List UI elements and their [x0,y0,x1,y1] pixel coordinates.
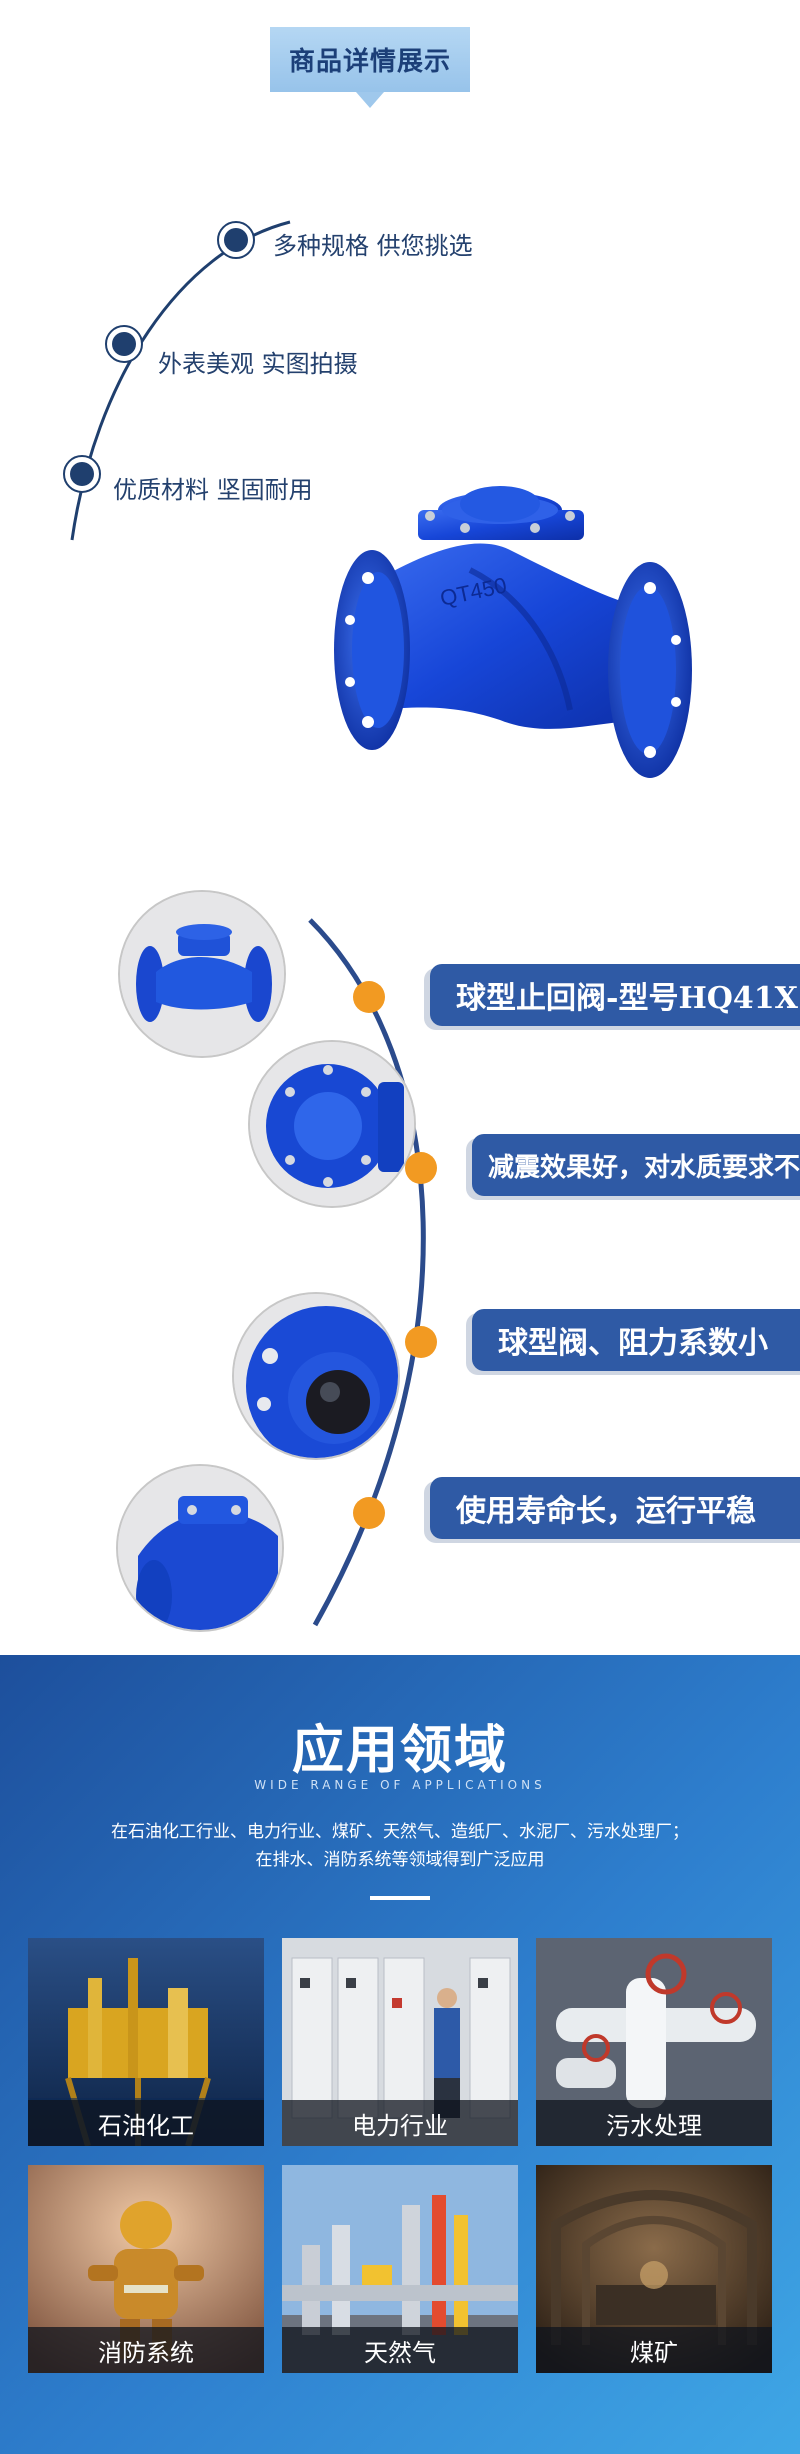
feature-bullet-2 [105,325,143,363]
tile-label: 天然气 [282,2327,518,2373]
section-title: 商品详情展示 [270,27,470,92]
feature-label-2: 外表美观 实图拍摄 [158,350,358,378]
product-showcase-section: 商品详情展示 多种规格 供您挑选 外表美观 实图拍摄 优质材料 坚固耐用 [0,0,800,830]
feature-label-1: 多种规格 供您挑选 [273,232,473,260]
application-tile-petrochemical[interactable]: 石油化工 [28,1938,264,2146]
feature-dot-4 [353,1497,385,1529]
application-tile-firefighting[interactable]: 消防系统 [28,2165,264,2373]
feature-label-3: 优质材料 坚固耐用 [113,476,313,504]
applications-subtitle: WIDE RANGE OF APPLICATIONS [254,1778,546,1792]
feature-arc [63,220,291,541]
application-tile-natural-gas[interactable]: 天然气 [282,2165,518,2373]
valve-photo-body [116,1464,284,1632]
tile-label: 石油化工 [28,2100,264,2146]
applications-section: 应用领域 WIDE RANGE OF APPLICATIONS 在石油化工行业、… [0,1655,800,2454]
feature-dot-3 [405,1326,437,1358]
application-tile-power[interactable]: 电力行业 [282,1938,518,2146]
feature-highlights-section: 球型止回阀-型号HQ41X 减震效果好，对水质要求不严 球型阀、阻力系数小 使用… [0,830,800,1655]
feature-pill-4: 使用寿命长，运行平稳 [430,1477,800,1539]
check-valve-image: QT450 [334,486,692,778]
application-tile-sewage[interactable]: 污水处理 [536,1938,772,2146]
applications-description-line2: 在排水、消防系统等领域得到广泛应用 [255,1850,545,1870]
application-tile-coal-mine[interactable]: 煤矿 [536,2165,772,2373]
title-divider [370,1896,430,1900]
valve-photo-flange [248,1040,416,1208]
applications-title: 应用领域 [291,1721,508,1781]
feature-bullet-3 [63,455,101,493]
tile-label: 消防系统 [28,2327,264,2373]
feature-pill-2: 减震效果好，对水质要求不严 [472,1134,800,1196]
valve-photo-front [118,890,286,1058]
applications-description-line1: 在石油化工行业、电力行业、煤矿、天然气、造纸厂、水泥厂、污水处理厂； [111,1822,689,1842]
feature-dot-2 [405,1152,437,1184]
feature-pill-1: 球型止回阀-型号HQ41X [430,964,800,1026]
feature-bullet-1 [217,221,255,259]
tile-label: 电力行业 [282,2100,518,2146]
title-pointer [356,92,384,108]
valve-photo-ball [232,1292,400,1460]
feature-pill-3: 球型阀、阻力系数小 [472,1309,800,1371]
tile-label: 煤矿 [536,2327,772,2373]
feature-dot-1 [353,981,385,1013]
tile-label: 污水处理 [536,2100,772,2146]
